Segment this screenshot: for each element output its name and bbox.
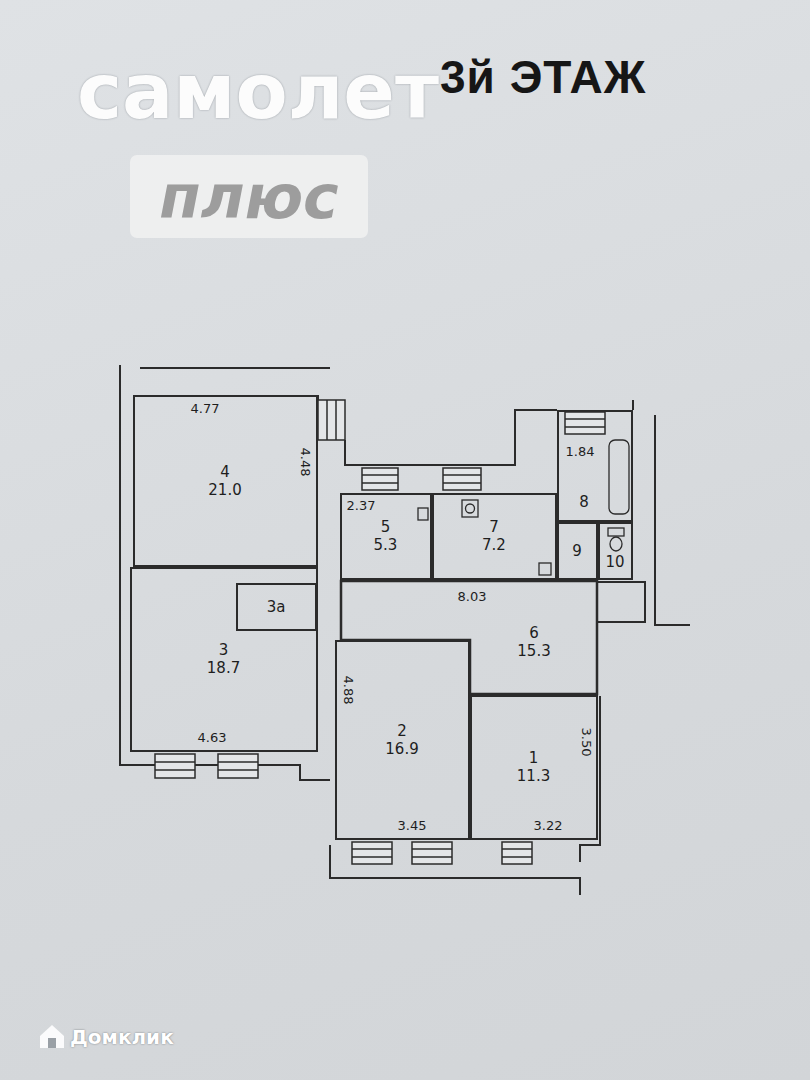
watermark: Домклик	[70, 1026, 174, 1048]
dimension: 2.37	[347, 499, 376, 513]
room: 10	[598, 522, 633, 580]
room: 3а	[236, 583, 317, 631]
room-area: 7.2	[482, 536, 506, 554]
room-number: 2	[397, 722, 407, 740]
watermark: самолет	[77, 50, 439, 134]
room: 421.0	[133, 395, 318, 567]
room-area: 15.3	[517, 642, 550, 660]
dimension: 4.63	[198, 731, 227, 745]
dimension: 3.22	[534, 819, 563, 833]
room-number: 3	[219, 641, 229, 659]
room-number: 4	[220, 463, 230, 481]
dimension: 1.84	[566, 445, 595, 459]
room: 77.2	[432, 493, 557, 580]
dimension: 8.03	[458, 590, 487, 604]
room: 9	[557, 522, 598, 580]
room-area: 11.3	[517, 767, 550, 785]
room: 216.9	[335, 640, 470, 840]
room: 8	[557, 410, 633, 522]
dimension: 4.77	[191, 402, 220, 416]
room-number: 5	[381, 518, 391, 536]
room-number: 1	[529, 749, 539, 767]
room-area: 21.0	[208, 481, 241, 499]
room-number: 8	[579, 493, 589, 511]
watermark: плюс	[159, 164, 338, 230]
room-number: 10	[605, 553, 624, 571]
dimension: 4.48	[298, 448, 312, 477]
room-number: 9	[572, 542, 582, 560]
room-area: 18.7	[207, 659, 240, 677]
room-area: 5.3	[374, 536, 398, 554]
dimension: 3.50	[579, 728, 593, 757]
room-number: 6	[529, 624, 539, 642]
dimension: 3.45	[398, 819, 427, 833]
room-number: 3а	[267, 598, 286, 616]
room: 318.7 3а	[130, 567, 318, 752]
room-number: 7	[489, 518, 499, 536]
room-area: 16.9	[385, 740, 418, 758]
dimension: 4.88	[341, 676, 355, 705]
title: 3й ЭТАЖ	[440, 50, 646, 104]
